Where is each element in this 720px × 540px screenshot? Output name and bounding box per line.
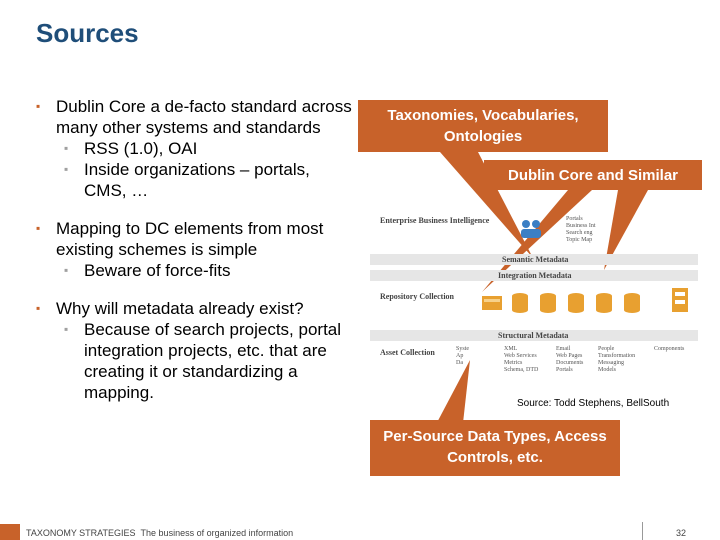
footer-divider — [642, 522, 643, 540]
enterprise-label: Enterprise Business Intelligence — [380, 216, 490, 225]
callout-dublin-core: Dublin Core and Similar — [484, 160, 702, 190]
bullet-dublin-core: Dublin Core a de-facto standard across m… — [36, 96, 356, 138]
taxonomies-pointer — [440, 152, 533, 258]
sub-bullet-because: Because of search projects, portal integ… — [36, 319, 356, 403]
dublin-pointer-left — [482, 190, 592, 292]
portals-column: Portals Business Int Search eng Topic Ma… — [566, 216, 596, 243]
sub-bullet-force-fits: Beware of force-fits — [36, 260, 356, 281]
repository-label: Repository Collection — [380, 292, 454, 301]
footer: TAXONOMY STRATEGIES The business of orga… — [0, 522, 720, 540]
callout-per-source-text: Per-Source Data Types, Access Controls, … — [383, 428, 607, 466]
storage-cabinet-icon — [670, 286, 690, 316]
asset-col-2: XML Web Services Metrics Schema, DTD — [504, 346, 539, 373]
callout-taxonomies: Taxonomies, Vocabularies, Ontologies — [358, 100, 608, 152]
structural-label: Structural Metadata — [498, 331, 569, 340]
slide-title: Sources — [36, 18, 139, 48]
footer-brand-mark — [0, 524, 20, 540]
structural-band — [370, 330, 698, 341]
asset-label: Asset Collection — [380, 348, 435, 357]
semantic-label: Semantic Metadata — [502, 255, 569, 264]
asset-col-5: Components — [654, 346, 685, 352]
footer-tagline: The business of organized information — [140, 528, 294, 538]
semantic-band — [370, 254, 698, 265]
asset-col-1: Syste Ap Da — [456, 346, 470, 366]
integration-band — [370, 270, 698, 281]
cabinet-icon — [480, 292, 504, 314]
asset-col-3: Email Web Pages Documents Portals — [556, 346, 584, 373]
callout-per-source: Per-Source Data Types, Access Controls, … — [370, 420, 620, 476]
source-note: Source: Todd Stephens, BellSouth — [517, 398, 670, 409]
footer-brand: TAXONOMY STRATEGIES — [26, 528, 136, 538]
footer-text: TAXONOMY STRATEGIES The business of orga… — [26, 528, 293, 538]
bullet-mapping: Mapping to DC elements from most existin… — [36, 218, 356, 260]
bullet-why-metadata: Why will metadata already exist? — [36, 298, 356, 319]
database-row-icon — [510, 290, 660, 318]
metadata-architecture-diagram: Enterprise Business Intelligence Portals… — [370, 208, 698, 386]
sub-bullet-inside-orgs: Inside organizations – portals, CMS, … — [36, 159, 356, 201]
integration-label: Integration Metadata — [498, 271, 572, 280]
dublin-pointer-right — [604, 190, 648, 270]
user-cluster-icon — [518, 218, 544, 240]
asset-col-4: People Transformation Messaging Models — [598, 346, 636, 373]
callout-dublin-core-text: Dublin Core and Similar — [507, 167, 679, 184]
bullet-list: Dublin Core a de-facto standard across m… — [36, 96, 356, 403]
sub-bullet-rss: RSS (1.0), OAI — [36, 138, 356, 159]
page-number: 32 — [676, 528, 687, 538]
callout-taxonomies-text: Taxonomies, Vocabularies, Ontologies — [387, 107, 579, 145]
persource-pointer — [432, 360, 470, 432]
